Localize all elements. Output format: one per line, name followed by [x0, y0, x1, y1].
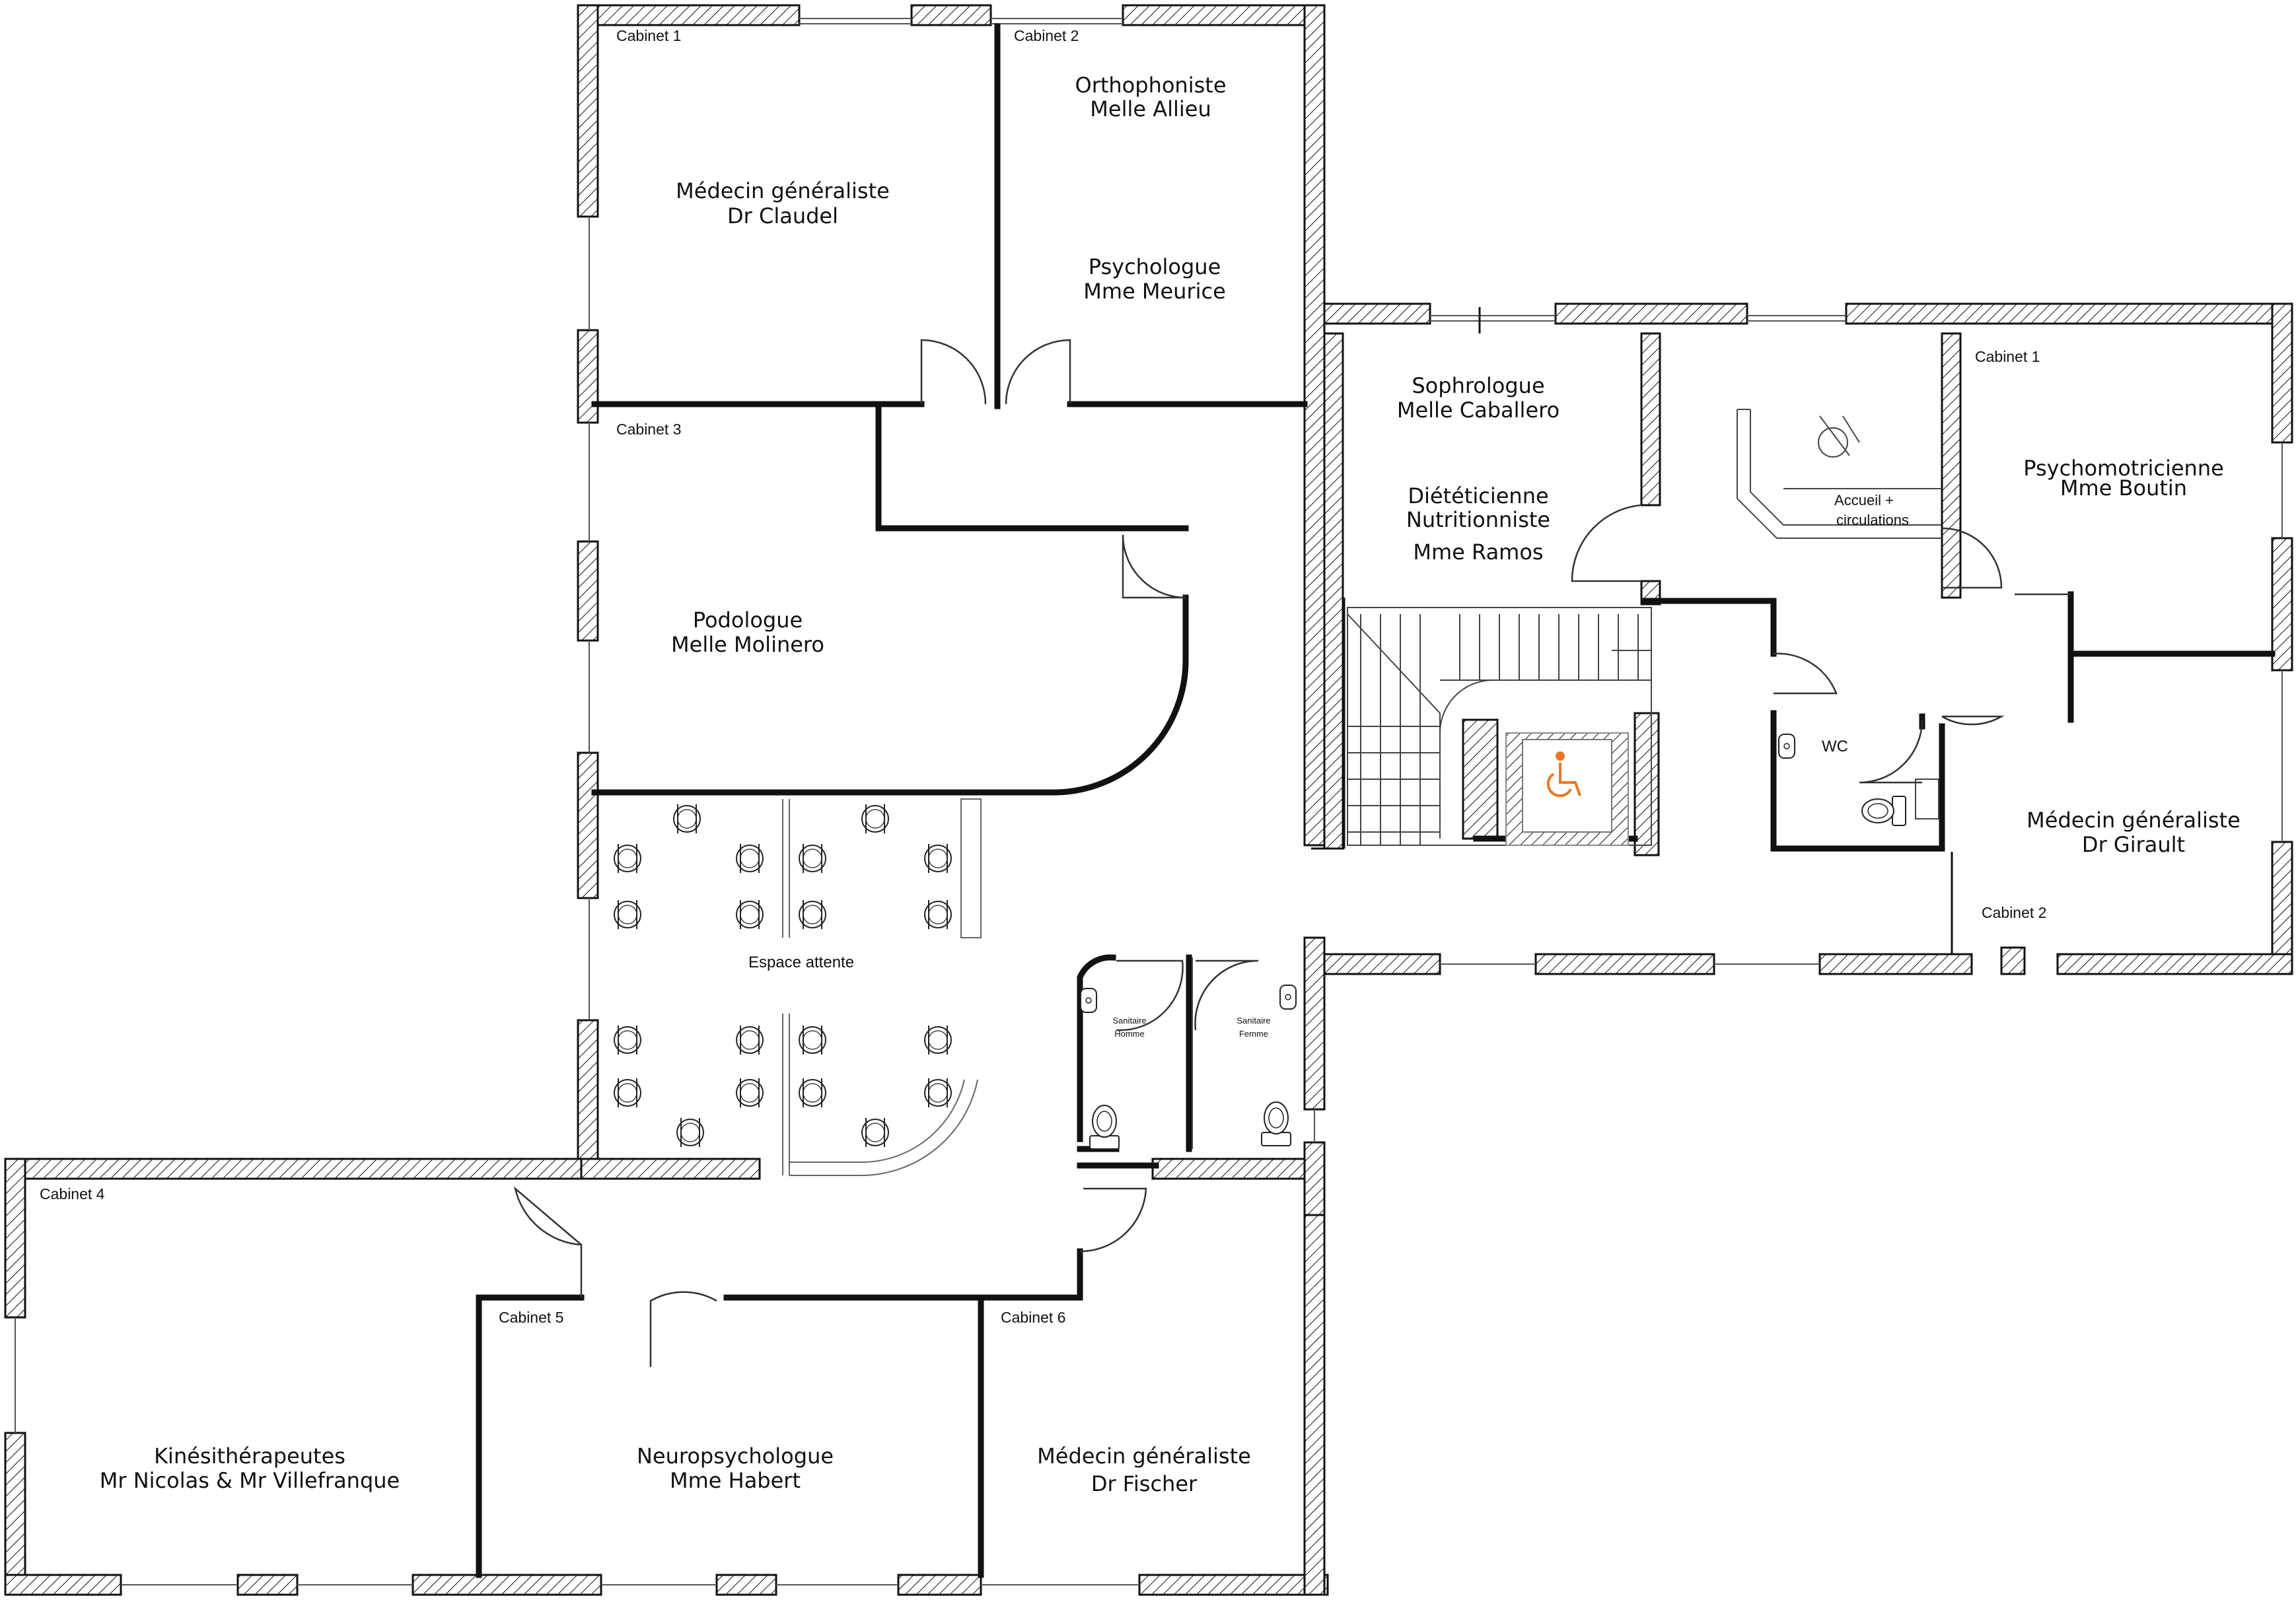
- room-girault-name: Dr Girault: [2082, 832, 2185, 857]
- room-kine-name: Mr Nicolas & Mr Villefranque: [100, 1468, 400, 1493]
- room-girault-title: Médecin généraliste: [2027, 808, 2241, 833]
- room-boutin-name: Mme Boutin: [2060, 475, 2187, 501]
- elevator: Ascenseur Sous réserve: [1505, 732, 1629, 846]
- cabinet-1-label: Cabinet 1: [616, 27, 681, 44]
- door-swing-icon: [513, 339, 2071, 1367]
- room-allieu-title: Orthophoniste: [1075, 73, 1227, 98]
- room-fischer-title: Médecin généraliste: [1037, 1443, 1251, 1469]
- circulations-label: circulations: [1836, 512, 1909, 528]
- elevator-label: Ascenseur: [1542, 801, 1592, 812]
- elevator-note: Sous réserve: [1549, 817, 1584, 823]
- cabinet-2-label: Cabinet 2: [1014, 27, 1079, 44]
- cabinet-5-label: Cabinet 5: [499, 1309, 563, 1326]
- room-kine-title: Kinésithérapeutes: [154, 1443, 345, 1469]
- room-molinero-name: Melle Molinero: [671, 632, 824, 657]
- sanitaire-homme-label: Sanitaire: [1112, 1016, 1146, 1026]
- wheelchair-icon: [1546, 751, 1581, 798]
- waiting-area-label: Espace attente: [748, 954, 854, 971]
- accueil-label: Accueil +: [1834, 492, 1894, 508]
- room-ramos-name: Mme Ramos: [1413, 539, 1543, 565]
- room-caballero-name: Melle Caballero: [1397, 398, 1560, 423]
- room-caballero-title: Sophrologue: [1412, 373, 1544, 398]
- room-habert-title: Neuropsychologue: [637, 1443, 834, 1469]
- cabinet-3-label: Cabinet 3: [616, 421, 681, 438]
- waiting-dividers: [782, 798, 982, 1177]
- room-claudel-name: Dr Claudel: [727, 203, 838, 228]
- sanitaire-femme-sub: Femme: [1239, 1029, 1268, 1039]
- room-habert-name: Mme Habert: [670, 1468, 801, 1493]
- room-meurice-name: Mme Meurice: [1083, 279, 1226, 304]
- room-meurice-title: Psychologue: [1089, 254, 1221, 279]
- room-molinero-title: Podologue: [693, 608, 803, 633]
- room-boutin-title: Psychomotricienne: [2023, 456, 2224, 481]
- right-cabinet-2-label: Cabinet 2: [1982, 904, 2046, 921]
- sanitaire-femme-label: Sanitaire: [1237, 1016, 1270, 1026]
- interior-walls: [476, 23, 2276, 1578]
- room-allieu-name: Melle Allieu: [1090, 96, 1211, 122]
- windows: [15, 18, 2283, 1585]
- sanitaire-homme-sub: Homme: [1114, 1029, 1145, 1039]
- cabinet-4-label: Cabinet 4: [40, 1185, 105, 1202]
- room-ramos-title: Diététicienne: [1408, 483, 1548, 508]
- wc-label: WC: [1822, 738, 1848, 755]
- staircase-icon: [1347, 607, 1652, 846]
- reception-desk: [1737, 409, 1942, 539]
- right-cabinet-1-label: Cabinet 1: [1975, 348, 2040, 365]
- cabinet-6-label: Cabinet 6: [1001, 1309, 1065, 1326]
- room-claudel-title: Médecin généraliste: [676, 178, 890, 203]
- room-ramos-subtitle: Nutritionniste: [1406, 507, 1550, 532]
- exterior-walls: [4, 4, 2293, 1596]
- room-fischer-name: Dr Fischer: [1091, 1471, 1198, 1496]
